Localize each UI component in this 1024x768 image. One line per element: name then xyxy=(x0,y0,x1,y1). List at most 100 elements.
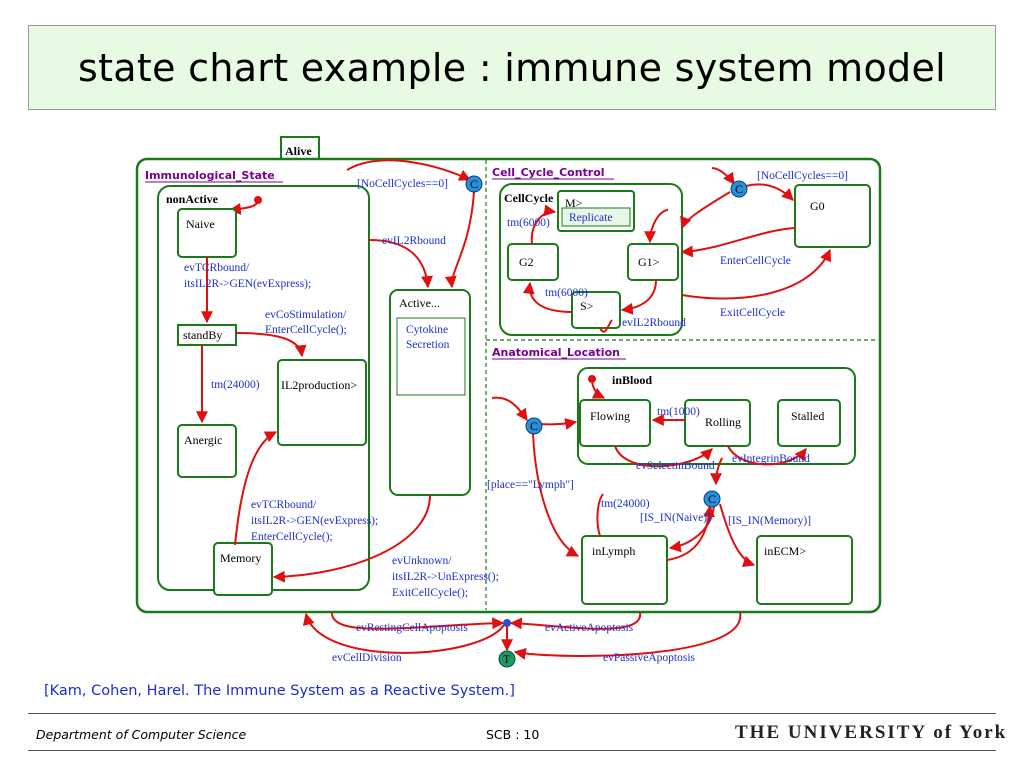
state-il2production-label: IL2production> xyxy=(281,378,357,392)
state-nonactive-label: nonActive xyxy=(166,192,219,206)
cytokine-text: Cytokine xyxy=(406,324,448,336)
region-cellcycle-label: Cell_Cycle_Control xyxy=(492,166,605,179)
state-rolling-label: Rolling xyxy=(705,415,741,429)
transition-cell-division xyxy=(302,612,505,654)
transition-s-self xyxy=(599,319,613,333)
state-g0-label: G0 xyxy=(810,199,825,213)
state-active-label: Active... xyxy=(399,296,440,310)
state-m-label: M> xyxy=(565,196,583,210)
state-flowing-label: Flowing xyxy=(590,409,630,423)
transition-g1-s xyxy=(620,279,657,315)
label-entercellcycle: EnterCellCycle xyxy=(720,255,791,267)
state-inlymph-label: inLymph xyxy=(592,544,635,558)
transition-memory-il2production xyxy=(234,431,278,546)
transition-flowing-rolling xyxy=(614,445,713,468)
transition-c-inecm xyxy=(719,503,756,568)
transition-to-c-anatomical xyxy=(491,396,528,421)
label-nocellcycles-right: [NoCellCycles==0] xyxy=(757,170,848,182)
transition-nonactive-active xyxy=(368,239,433,289)
label-exitcellcycle: ExitCellCycle xyxy=(720,307,785,319)
transition-resting-apoptosis xyxy=(330,611,505,630)
label-evresting: evRestingCellApoptosis xyxy=(356,622,468,634)
transition-c-inblood xyxy=(710,457,723,486)
state-stalled xyxy=(777,399,841,447)
state-inecm xyxy=(756,535,853,605)
label-nocellcycles-left: [NoCellCycles==0] xyxy=(357,178,448,190)
transition-c-flowing xyxy=(539,418,578,430)
alive-label: Alive xyxy=(285,144,312,158)
label-evtcrbound1-l1: evTCRbound/ xyxy=(184,262,250,274)
state-g1-label: G1> xyxy=(638,255,660,269)
condition-connector-right-label: C xyxy=(735,182,743,196)
citation-caption: [Kam, Cohen, Harel. The Immune System as… xyxy=(44,683,515,699)
label-evpassive: evPassiveApoptosis xyxy=(603,652,696,664)
region-anatomical-label: Anatomical_Location xyxy=(492,346,620,359)
transition-passive-apoptosis xyxy=(513,611,742,660)
label-evtcrbound2-l1: evTCRbound/ xyxy=(251,499,317,511)
state-g1 xyxy=(627,243,679,281)
label-evunknown-l3: ExitCellCycle(); xyxy=(392,587,468,599)
label-evcostim-l1: evCoStimulation/ xyxy=(265,309,347,321)
label-evselectin: evSelectinBound xyxy=(636,460,715,472)
label-place-lymph: [place=="Lymph"] xyxy=(487,479,574,491)
transition-g2-m xyxy=(530,204,557,245)
footer-department: Department of Computer Science xyxy=(36,727,247,742)
label-tm1000: tm(1000) xyxy=(657,406,700,418)
transition-c-inlymph xyxy=(532,432,580,557)
transition-default-flowing xyxy=(591,378,606,399)
state-standby xyxy=(177,324,237,346)
footer-rule-bottom xyxy=(28,750,996,751)
transition-to-c-left xyxy=(346,159,472,181)
label-evil2rbound-s: evIL2Rbound xyxy=(622,317,686,329)
state-flowing xyxy=(579,399,651,447)
university-logo: THE UNIVERSITY of York xyxy=(735,722,1008,743)
label-evtcrbound1-l2: itsIL2R->GEN(evExpress); xyxy=(184,278,311,290)
label-tm24000-right: tm(24000) xyxy=(601,498,650,510)
transition-active-memory xyxy=(272,494,431,583)
state-memory xyxy=(213,542,273,596)
label-is-in-naive: [IS_IN(Naive)] xyxy=(640,512,711,524)
label-tm24000-left: tm(24000) xyxy=(211,379,260,391)
transition-c-right-g0 xyxy=(745,183,794,201)
state-replicate xyxy=(561,207,631,227)
terminal-connector-label: T xyxy=(503,652,511,666)
transition-rolling-stalled xyxy=(727,445,807,466)
state-stalled-label: Stalled xyxy=(791,409,824,423)
state-g2-label: G2 xyxy=(519,255,534,269)
state-anergic-label: Anergic xyxy=(184,433,222,447)
state-rolling xyxy=(684,399,751,447)
state-il2production xyxy=(277,359,367,446)
state-standby-label: standBy xyxy=(183,328,222,342)
state-inblood xyxy=(577,367,856,465)
condition-connector-lymph xyxy=(703,490,721,508)
label-evactive: evActiveApoptosis xyxy=(545,622,634,634)
cytokine-text-line2: Secretion xyxy=(406,339,450,351)
state-s xyxy=(571,291,621,329)
state-replicate-label: Replicate xyxy=(569,212,612,224)
condition-connector-left xyxy=(465,175,483,193)
state-cellcycle xyxy=(499,183,683,336)
state-naive-label: Naive xyxy=(186,217,215,231)
state-cytokine xyxy=(396,317,466,396)
transition-g0-cellcycle xyxy=(680,227,796,258)
state-g0 xyxy=(794,184,871,248)
condition-connector-lymph-label: C xyxy=(708,492,716,506)
state-cellcycle-label: CellCycle xyxy=(504,191,554,205)
transition-m-g1 xyxy=(644,209,669,244)
condition-connector-anatomical-label: C xyxy=(530,419,538,433)
terminal-connector xyxy=(498,650,516,668)
state-inblood-label: inBlood xyxy=(612,373,652,387)
label-evcostim-l2: EnterCellCycle(); xyxy=(265,324,347,336)
transition-standby-il2production xyxy=(235,332,307,358)
label-is-in-memory: [IS_IN(Memory)] xyxy=(728,515,811,527)
state-inecm-label: inECM> xyxy=(764,544,806,558)
transition-s-g2 xyxy=(522,281,573,313)
label-tm6000-b: tm(6000) xyxy=(545,287,588,299)
label-tm6000-a: tm(6000) xyxy=(507,217,550,229)
label-evintegrin: evIntegrinBound xyxy=(732,453,810,465)
transition-c-inlymph-naive xyxy=(668,504,715,553)
footer-page-number: SCB : 10 xyxy=(486,727,540,742)
alive-state xyxy=(135,157,882,614)
transition-active-apoptosis xyxy=(509,611,642,630)
